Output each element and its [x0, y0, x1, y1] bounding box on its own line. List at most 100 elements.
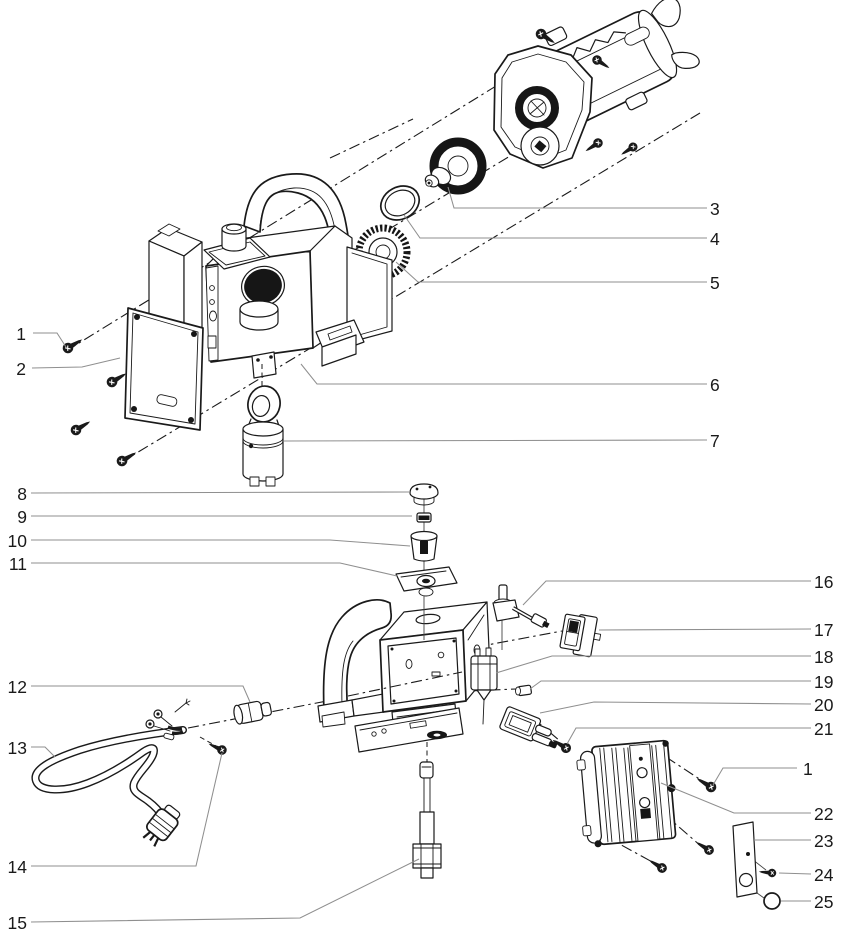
callout-label-19: 19: [814, 672, 833, 692]
vent-slot: [624, 26, 650, 46]
callout-label-22: 22: [814, 804, 833, 824]
callout-label-25: 25: [814, 892, 833, 912]
leader-line-13: [31, 746, 56, 758]
callout-label-1: 1: [16, 324, 26, 344]
part-18-solenoid: [470, 647, 498, 725]
leader-line-6: [300, 363, 707, 385]
frame-weldment: [317, 599, 491, 764]
leader-line-20: [539, 701, 812, 714]
leader-line-19: [529, 680, 811, 690]
leader-line-15: [30, 858, 420, 923]
callout-label-20: 20: [814, 695, 834, 715]
axis-line: [332, 149, 521, 264]
callout-label-6: 6: [710, 375, 720, 395]
callout-label-17: 17: [814, 620, 833, 640]
part-3-drive-hub: [424, 137, 487, 195]
part-17-rocker-switch: [559, 613, 602, 658]
fan-blade: [650, 0, 681, 28]
part-1b-screw: [693, 773, 719, 795]
motor-assembly: [493, 0, 700, 169]
cord-plug: [142, 804, 181, 847]
leader-line-16: [522, 580, 811, 606]
rod-mount: [251, 351, 277, 386]
callout-label-24: 24: [814, 865, 834, 885]
callout-label-3: 3: [710, 199, 720, 219]
part-9-nut: [416, 512, 432, 523]
part-8-cap: [409, 483, 439, 506]
axis-line: [454, 630, 563, 652]
leader-line-21: [566, 727, 811, 745]
part-16-potentiometer: [492, 584, 550, 650]
board-screw: [645, 855, 670, 876]
part-14-ground-screw: [199, 736, 229, 757]
callout-label-13: 13: [8, 738, 27, 758]
leader-line-17: [598, 628, 812, 631]
part-24-screw: [757, 866, 778, 879]
callout-label-14: 14: [8, 857, 28, 877]
frame-base-plate: [354, 707, 464, 753]
callout-label-16: 16: [814, 572, 833, 592]
leader-line-22: [660, 782, 811, 814]
part-4-ring-gasket: [379, 185, 421, 221]
pressure-control-stack: [395, 483, 458, 640]
pressure-knob: [221, 223, 247, 252]
callout-label-1b: 1: [803, 759, 813, 779]
part-12-strain-relief: [233, 700, 272, 725]
frame-handle-loop: [322, 599, 393, 713]
callout-label-15: 15: [8, 913, 27, 933]
part-20-switch-bracket: [499, 706, 558, 749]
axis-line: [119, 112, 701, 464]
part-25-plug-button: [763, 892, 781, 910]
leader-line-12: [31, 685, 251, 703]
axis-line: [329, 118, 414, 159]
axis-line: [665, 756, 705, 783]
callouts: 1 2 3 4 5 6 7 8 9 10 11 12 13 14 15 16 1…: [8, 186, 834, 933]
callout-label-11: 11: [9, 554, 27, 574]
leader-line-24: [778, 872, 812, 875]
fan-blade: [671, 51, 700, 69]
side-panel: [205, 265, 219, 362]
motor-stud: [618, 140, 640, 159]
part-2-cover-plate: [124, 307, 204, 431]
leader-line-3: [447, 186, 707, 209]
motor-stud: [582, 135, 606, 156]
drive-assembly-group: [60, 0, 701, 487]
ring-terminals: [145, 698, 191, 741]
brush-cap: [625, 91, 648, 111]
leader-line-11: [31, 562, 398, 577]
part-19-plug: [515, 684, 532, 697]
part-10-bushing: [410, 530, 438, 562]
leader-line-8: [30, 491, 410, 494]
callout-label-23: 23: [814, 831, 833, 851]
crank-bore: [239, 300, 279, 331]
leader-line-1: [33, 332, 67, 348]
leader-line-7: [283, 439, 708, 442]
callout-label-9: 9: [17, 507, 27, 527]
leader-line-18: [495, 655, 811, 674]
leader-line-4: [403, 214, 707, 239]
callout-label-4: 4: [710, 229, 720, 249]
callout-label-8: 8: [17, 484, 27, 504]
cart-assembly-group: [31, 483, 781, 910]
foot-bracket: [315, 319, 365, 367]
callout-label-10: 10: [8, 531, 28, 551]
part-22-control-board: [576, 739, 677, 848]
part-15-transducer: [412, 761, 442, 879]
callout-label-2: 2: [16, 359, 26, 379]
leader-line-1b: [712, 767, 797, 786]
part-7-connecting-rod: [242, 385, 284, 487]
leader-line-5: [395, 261, 707, 283]
gear-opening: [244, 268, 282, 304]
callout-label-7: 7: [710, 431, 720, 451]
part-23-cover-plate: [732, 821, 758, 898]
screw: [114, 447, 140, 469]
leader-line-10: [31, 539, 411, 547]
screw: [68, 416, 94, 438]
part-13-power-cord: [31, 698, 191, 847]
callout-label-18: 18: [814, 647, 833, 667]
leader-line-2: [31, 357, 121, 369]
callout-label-21: 21: [814, 719, 833, 739]
board-screw: [692, 837, 717, 858]
axis-line: [65, 53, 549, 352]
